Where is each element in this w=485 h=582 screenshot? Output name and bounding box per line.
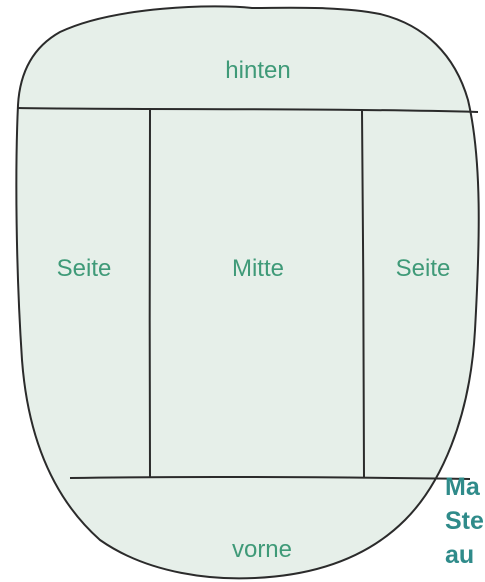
caption-text: Ma Ste au (445, 470, 485, 572)
zone-label-side-right: Seite (396, 255, 451, 282)
zone-label-side-left: Seite (57, 255, 112, 282)
zone-label-front: vorne (232, 536, 292, 563)
zone-label-middle: Mitte (232, 255, 284, 282)
tongue-outline (16, 6, 478, 578)
zone-label-back: hinten (225, 57, 290, 84)
caption-line-2: Ste (445, 504, 485, 538)
caption-line-1: Ma (445, 470, 485, 504)
caption-line-3: au (445, 538, 485, 572)
